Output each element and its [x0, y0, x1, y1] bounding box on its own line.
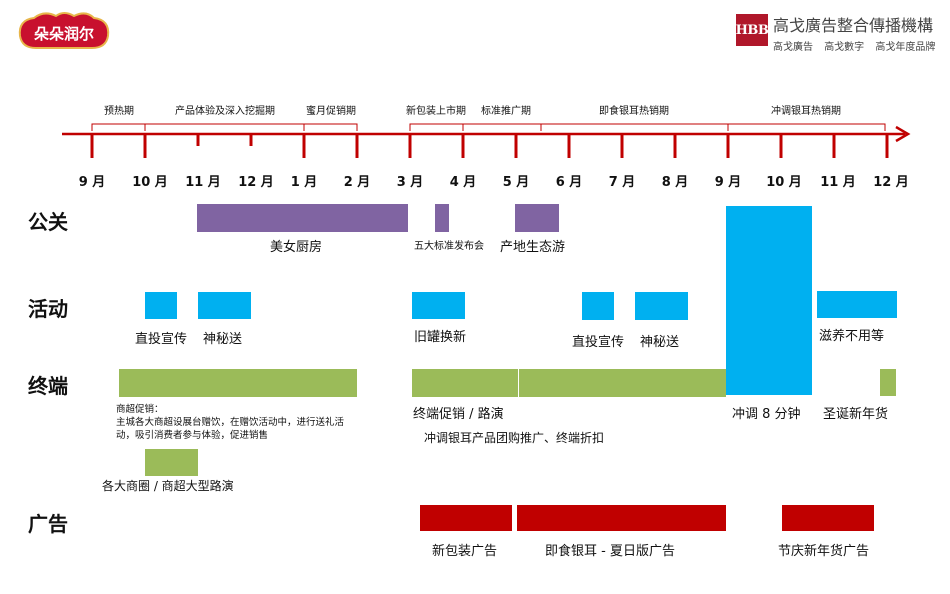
event-bar-trade-in — [412, 292, 465, 319]
month-label: 10 月 — [766, 175, 802, 190]
phase-label: 蜜月促销期 — [306, 106, 356, 117]
event-label: 神秘送 — [203, 332, 243, 347]
pr-label: 美女厨房 — [270, 240, 323, 255]
month-label: 9 月 — [78, 175, 106, 190]
phase-label: 新包装上市期 — [406, 106, 466, 117]
brand-subtitles: 高戈廣告 高戈數字 高戈年度品牌 — [773, 38, 943, 53]
month-label: 4 月 — [449, 175, 477, 190]
month-label: 3 月 — [396, 175, 424, 190]
pr-bar-beauty-kitchen — [197, 204, 408, 232]
event-label: 旧罐换新 — [414, 330, 467, 345]
month-label: 11 月 — [185, 175, 221, 190]
terminal-label: 圣诞新年货 — [823, 407, 889, 422]
terminal-desc-title: 商超促销： — [116, 404, 164, 415]
phase-label: 即食银耳热销期 — [599, 106, 669, 117]
timeline-axis — [62, 123, 911, 158]
terminal-label: 终端促销 / 路演 — [413, 407, 504, 422]
terminal-label: 各大商圈 / 商超大型路演 — [102, 479, 234, 493]
event-bar-mystery-gift — [635, 292, 688, 320]
month-label: 8 月 — [661, 175, 689, 190]
terminal-bar-promo-roadshow — [412, 369, 518, 397]
brand-logo-left: 朵朵润尔 — [14, 8, 114, 54]
timeline-arrow-icon — [895, 125, 911, 143]
event-bar-brew-8min — [726, 206, 812, 395]
month-label: 6 月 — [555, 175, 583, 190]
pr-label: 五大标准发布会 — [414, 241, 484, 252]
event-label: 神秘送 — [640, 335, 680, 350]
month-label: 1 月 — [290, 175, 318, 190]
ad-label: 节庆新年货广告 — [778, 544, 870, 559]
terminal-label: 冲调银耳产品团购推广、终端折扣 — [424, 431, 605, 445]
ad-label: 新包装广告 — [432, 544, 498, 559]
pr-bar-five-standards — [435, 204, 449, 232]
terminal-bar-supermarket — [119, 369, 357, 397]
brand-title: 高戈廣告整合傳播機構 — [773, 16, 934, 35]
event-bar-direct-promo — [145, 292, 177, 319]
month-ticks — [90, 134, 889, 158]
event-bar-direct-promo — [582, 292, 614, 320]
category-terminal: 终端 — [28, 374, 68, 398]
pr-bar-origin-tour — [515, 204, 559, 232]
month-label: 2 月 — [343, 175, 371, 190]
phase-label: 产品体验及深入挖掘期 — [175, 106, 275, 117]
brand-badge: HBB — [736, 14, 769, 46]
phase-label: 冲调银耳热销期 — [771, 106, 841, 117]
phase-label: 预热期 — [104, 106, 134, 117]
category-ads: 广告 — [28, 512, 68, 536]
month-label: 11 月 — [820, 175, 856, 190]
ad-bar-festival — [782, 505, 874, 531]
terminal-bar-group-buy — [519, 369, 726, 397]
event-bar-mystery-gift — [198, 292, 251, 319]
pr-label: 产地生态游 — [500, 240, 566, 255]
brand-subtitle: 高戈廣告 — [773, 42, 813, 53]
phase-brackets — [91, 123, 886, 131]
event-label: 滋养不用等 — [819, 329, 885, 344]
month-label: 5 月 — [502, 175, 530, 190]
brand-subtitle: 高戈數字 — [824, 42, 865, 53]
event-label: 冲调 8 分钟 — [732, 407, 801, 422]
ad-bar-new-package — [420, 505, 512, 531]
month-label: 10 月 — [132, 175, 168, 190]
month-label: 9 月 — [714, 175, 742, 190]
brand-name-left: 朵朵润尔 — [34, 25, 94, 43]
brand-subtitle: 高戈年度品牌 — [875, 42, 936, 53]
terminal-bar-roadshow — [145, 449, 198, 476]
month-label: 12 月 — [238, 175, 274, 190]
event-bar-nourish — [817, 291, 897, 318]
category-events: 活动 — [28, 297, 68, 321]
terminal-bar-xmas — [880, 369, 896, 396]
month-label: 12 月 — [873, 175, 909, 190]
ad-label: 即食银耳 - 夏日版广告 — [545, 544, 675, 559]
terminal-supermarket-desc: 商超促销： 主城各大商超设展台赠饮，在赠饮活动中，进行送礼活动，吸引消费者参与体… — [116, 403, 361, 442]
ad-bar-summer — [517, 505, 726, 531]
terminal-desc-body: 主城各大商超设展台赠饮，在赠饮活动中，进行送礼活动，吸引消费者参与体验，促进销售 — [116, 417, 345, 441]
category-pr: 公关 — [28, 210, 68, 234]
phase-label: 标准推广期 — [481, 106, 531, 117]
event-label: 直投宣传 — [135, 332, 188, 347]
month-label: 7 月 — [608, 175, 636, 190]
event-label: 直投宣传 — [572, 335, 625, 350]
